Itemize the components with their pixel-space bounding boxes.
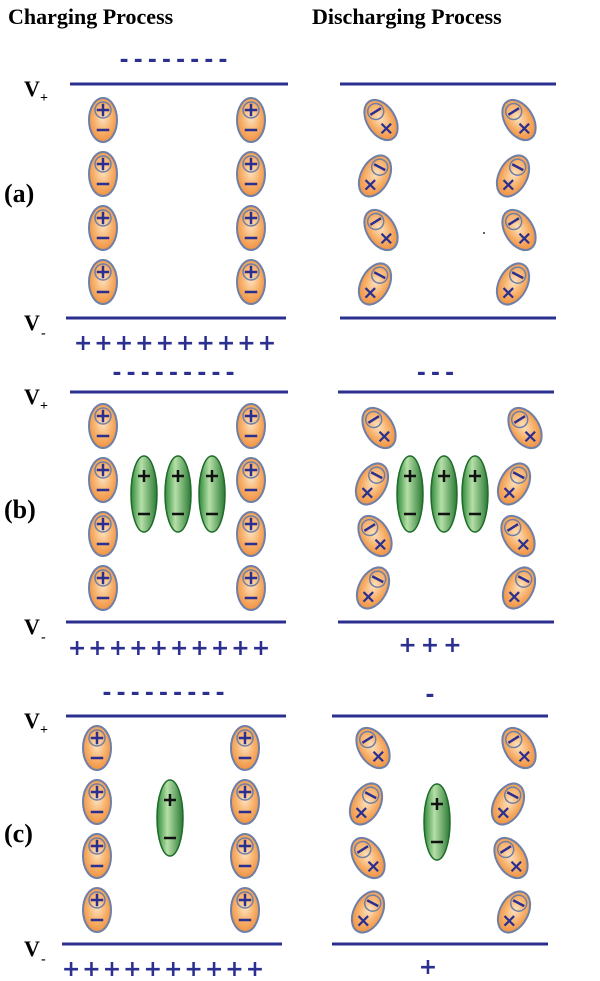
- dipole-discharging-b-left-1: [361, 406, 397, 450]
- dipole-discharging-c-left-2: [348, 782, 384, 826]
- svg-text:V: V: [24, 708, 40, 733]
- dipole-charging-c-right-4: [230, 887, 260, 933]
- dipole-charging-a-right-2: [236, 151, 266, 197]
- dipole-charging-a-right-1: [236, 97, 266, 143]
- dipole-discharging-b-right-1: [507, 406, 543, 450]
- surface-charge-top-charging-c: ---------: [102, 681, 229, 706]
- dipole-discharging-b-right-4: [501, 566, 537, 610]
- dipole-charging-c-left-4: [82, 887, 112, 933]
- dipole-charging-b-right-1: [236, 403, 266, 449]
- dipole-discharging-b-right-3: [500, 514, 536, 558]
- ion-discharging-b-3: [461, 455, 489, 533]
- dipole-charging-a-left-1: [88, 97, 118, 143]
- ion-discharging-b-1: [396, 455, 424, 533]
- surface-charge-top-discharging-c: -: [425, 683, 434, 708]
- ion-charging-b-3: [198, 455, 226, 533]
- dipole-charging-c-left-2: [82, 779, 112, 825]
- row-label-b: (b): [4, 495, 36, 524]
- surface-charge-bottom-charging-b: ++++++++++: [68, 636, 272, 661]
- svg-text:+: +: [40, 399, 48, 414]
- v-minus-label-c: V -: [24, 936, 46, 967]
- molecule-layer: [82, 97, 543, 934]
- dipole-charging-b-left-1: [88, 403, 118, 449]
- surface-charge-bottom-discharging-b: +++: [398, 633, 465, 658]
- dipole-discharging-a-right-2: [495, 154, 531, 198]
- svg-text:V: V: [24, 936, 40, 961]
- dipole-discharging-b-right-2: [496, 462, 532, 506]
- surface-charge-bottom-charging-a: ++++++++++: [74, 331, 278, 356]
- dipole-discharging-c-right-1: [501, 726, 537, 770]
- dipole-discharging-c-right-2: [490, 782, 526, 826]
- ion-charging-b-1: [130, 455, 158, 533]
- dipole-charging-c-right-3: [230, 833, 260, 879]
- dipole-charging-b-left-4: [88, 565, 118, 611]
- surface-charge-top-discharging-b: ---: [417, 361, 459, 386]
- row-label-a: (a): [4, 179, 34, 208]
- ion-charging-b-2: [164, 455, 192, 533]
- svg-text:V: V: [24, 76, 40, 101]
- v-plus-label-a: V +: [24, 76, 48, 106]
- dipole-charging-a-left-4: [88, 259, 118, 305]
- dipole-discharging-c-left-3: [350, 836, 386, 880]
- dipole-discharging-a-left-3: [363, 208, 399, 252]
- v-plus-label-b: V +: [24, 384, 48, 414]
- discharging-title: Discharging Process: [312, 4, 502, 29]
- surface-charge-top-charging-a: --------: [119, 48, 232, 73]
- dipole-discharging-a-left-1: [363, 98, 399, 142]
- dipole-discharging-c-right-4: [496, 890, 532, 934]
- dipole-charging-b-right-2: [236, 457, 266, 503]
- dipole-discharging-c-right-3: [493, 836, 529, 880]
- v-minus-label-b: V -: [24, 614, 46, 645]
- svg-text:+: +: [40, 723, 48, 738]
- dipole-discharging-b-left-2: [354, 462, 390, 506]
- surface-charge-bottom-charging-c: ++++++++++: [62, 957, 266, 981]
- dipole-charging-c-right-2: [230, 779, 260, 825]
- svg-text:V: V: [24, 614, 40, 639]
- dipole-charging-b-right-4: [236, 565, 266, 611]
- dipole-charging-a-left-2: [88, 151, 118, 197]
- svg-text:-: -: [41, 326, 46, 341]
- dipole-charging-b-left-2: [88, 457, 118, 503]
- ion-discharging-b-2: [430, 455, 458, 533]
- svg-text:+: +: [40, 91, 48, 106]
- dipole-charging-a-right-4: [236, 259, 266, 305]
- dipole-charging-c-left-3: [82, 833, 112, 879]
- svg-text:-: -: [41, 630, 46, 645]
- ion-charging-c-1: [156, 779, 184, 857]
- dipole-charging-a-right-3: [236, 205, 266, 251]
- svg-text:V: V: [24, 310, 40, 335]
- dipole-discharging-a-right-1: [501, 98, 537, 142]
- dipole-discharging-a-right-4: [495, 262, 531, 306]
- dipole-charging-c-right-1: [230, 725, 260, 771]
- dipole-charging-a-left-3: [88, 205, 118, 251]
- svg-text:-: -: [41, 952, 46, 967]
- dipole-discharging-b-left-4: [355, 566, 391, 610]
- dipole-discharging-c-left-1: [355, 726, 391, 770]
- dipole-discharging-b-left-3: [357, 514, 393, 558]
- charging-title: Charging Process: [8, 4, 174, 29]
- ion-discharging-c-1: [423, 783, 451, 861]
- dipole-discharging-a-right-3: [501, 208, 537, 252]
- dipole-discharging-a-left-4: [357, 262, 393, 306]
- dipole-charging-c-left-1: [82, 725, 112, 771]
- v-plus-label-c: V +: [24, 708, 48, 738]
- dipole-charging-b-left-3: [88, 511, 118, 557]
- surface-charge-top-charging-b: ---------: [112, 361, 239, 386]
- dipole-discharging-c-left-4: [350, 890, 386, 934]
- dipole-discharging-a-left-2: [357, 154, 393, 198]
- surface-charge-bottom-discharging-c: +: [419, 955, 437, 980]
- stray-dot: [483, 232, 485, 234]
- dipole-charging-b-right-3: [236, 511, 266, 557]
- v-minus-label-a: V -: [24, 310, 46, 341]
- row-label-c: (c): [4, 819, 33, 848]
- svg-text:V: V: [24, 384, 40, 409]
